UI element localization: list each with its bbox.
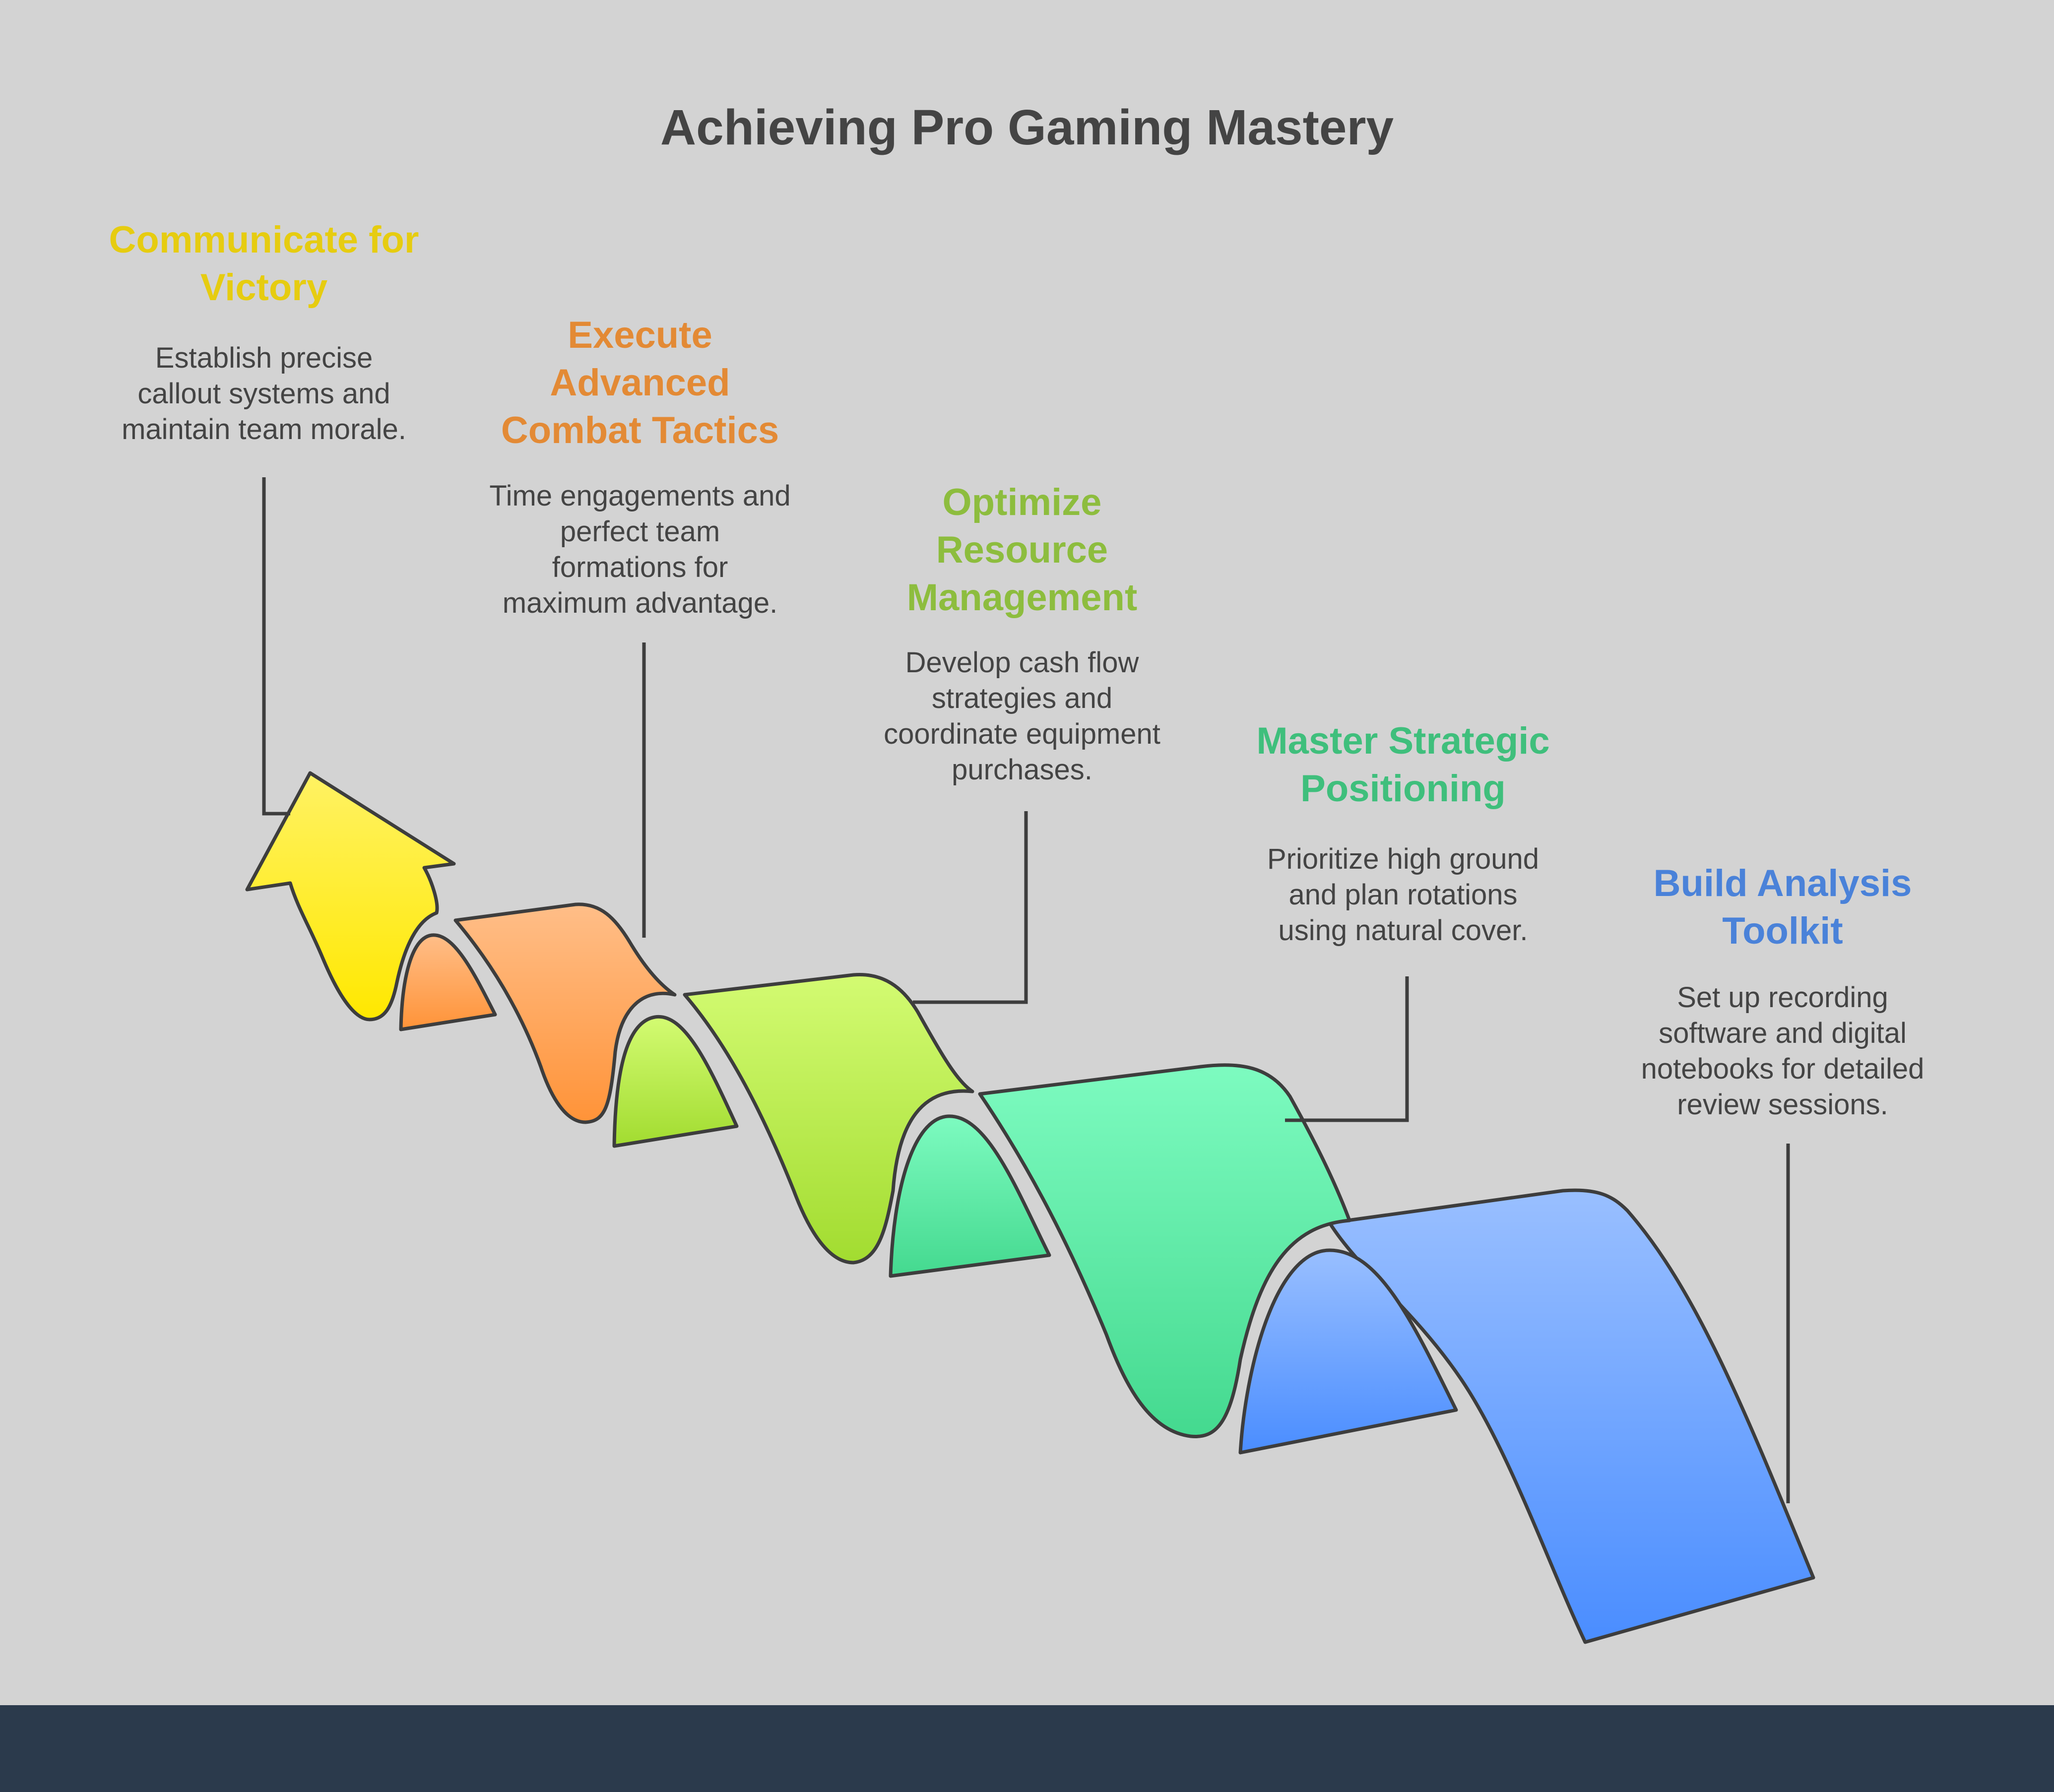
diagram-title: Achieving Pro Gaming Mastery: [660, 100, 1394, 155]
step-positioning-description: Prioritize high ground and plan rotation…: [1267, 843, 1540, 947]
arrow-communicate: [245, 771, 456, 1022]
step-communicate-title: Communicate for Victory: [109, 219, 419, 309]
connector-communicate: [262, 477, 290, 816]
step-toolkit-title: Build Analysis Toolkit: [1653, 862, 1912, 952]
step-positioning-title: Master Strategic Positioning: [1256, 720, 1550, 810]
ribbon-tactics: [453, 902, 677, 1124]
step-toolkit-description: Set up recording software and digital no…: [1641, 981, 1925, 1121]
flap-toolkit: [1238, 1248, 1458, 1455]
flap-tactics: [399, 933, 497, 1031]
ribbon-resources: [683, 972, 974, 1265]
step-communicate-description: Establish precise callout systems and ma…: [122, 342, 406, 446]
flap-resources: [612, 1015, 739, 1148]
ribbon-toolkit: [1328, 1188, 1815, 1644]
step-tactics-description: Time engagements and perfect team format…: [489, 480, 791, 619]
footer-bar: [0, 1705, 2054, 1792]
connector-positioning: [1285, 976, 1409, 1122]
ribbon-positioning: [978, 1063, 1351, 1439]
flap-positioning: [889, 1114, 1051, 1278]
step-tactics-title: Execute Advanced Combat Tactics: [501, 314, 779, 451]
step-resources-description: Develop cash flow strategies and coordin…: [884, 646, 1160, 786]
connector-resources: [913, 811, 1028, 1004]
step-resources-title: Optimize Resource Management: [906, 481, 1138, 619]
